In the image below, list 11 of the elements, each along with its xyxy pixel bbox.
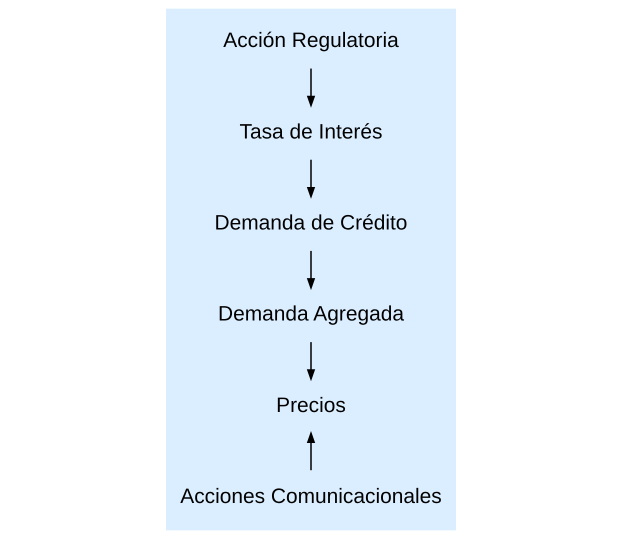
arrow [306,250,316,290]
node-text: Acción Regulatoria [223,29,399,52]
node-text: Demanda de Crédito [214,211,408,234]
node-text: Tasa de Interés [240,120,382,144]
arrow [306,342,316,382]
arrow [306,68,316,108]
node-text: Demanda Agregada [218,302,404,326]
arrow [306,431,316,470]
node-text: Precios [276,394,346,417]
arrow [306,160,316,199]
node-text: Acciones Comunicacionales [180,484,442,508]
